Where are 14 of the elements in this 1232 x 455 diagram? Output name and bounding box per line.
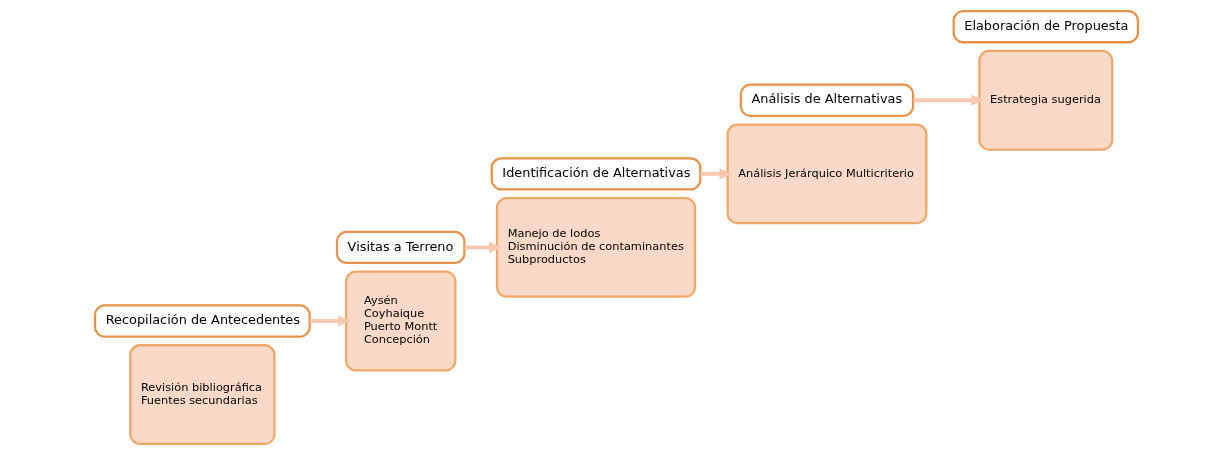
node-box: Visitas a Terreno [335, 230, 466, 265]
node-box: Revisión bibliográfica Fuentes secundarias [128, 344, 276, 445]
arrow [699, 168, 732, 180]
node-box: Recopilación de Antecedentes [93, 304, 311, 338]
node-box: Aysén Coyhaique Puerto Montt Concepción [344, 270, 456, 372]
node-box: Manejo de lodos Disminución de contaminantes Subproductos [495, 196, 696, 298]
node-box: Elaboración de Propuesta [952, 10, 1139, 44]
node-box: Estrategia sugerida [977, 49, 1113, 151]
arrow [912, 94, 984, 106]
arrow [309, 315, 351, 327]
arrow [464, 241, 502, 253]
node-box: Análisis Jerárquico Multicriterio [726, 123, 927, 225]
node-box: Identificación de Alternativas [490, 157, 701, 191]
node-box: Análisis de Alternativas [739, 83, 914, 117]
